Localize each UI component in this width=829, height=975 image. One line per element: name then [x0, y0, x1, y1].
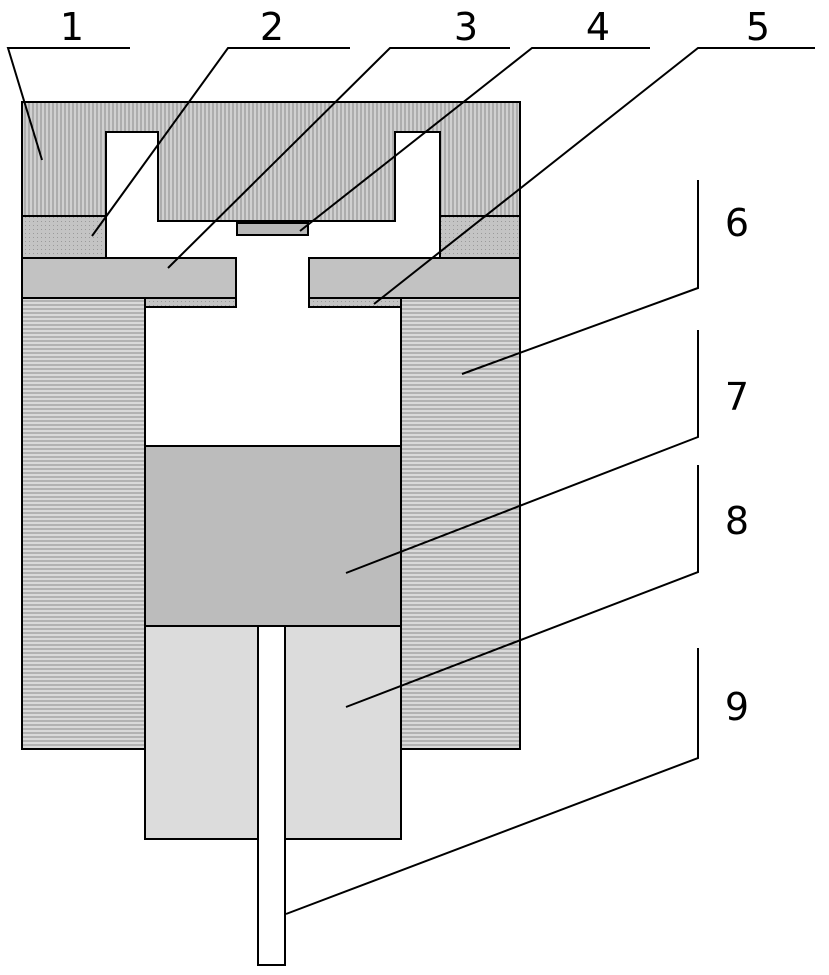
part-label-7: 7: [725, 375, 749, 419]
part-label-4: 4: [586, 5, 610, 49]
piston: [145, 446, 401, 626]
part-label-2: 2: [260, 5, 284, 49]
part-label-6: 6: [725, 201, 749, 245]
orifice-plate-right: [309, 258, 520, 298]
part-label-3: 3: [454, 5, 478, 49]
piston-rod: [258, 626, 285, 965]
gasket-left: [145, 298, 236, 307]
housing-left-wall: [22, 298, 145, 749]
orifice-plate-left: [22, 258, 236, 298]
gasket-right: [309, 298, 401, 307]
sensor-chip: [237, 223, 308, 235]
spacer-ring-left: [22, 216, 106, 258]
part-label-5: 5: [746, 5, 770, 49]
top-cap: [22, 102, 520, 221]
part-label-1: 1: [60, 5, 84, 49]
part-label-8: 8: [725, 499, 749, 543]
spacer-ring-right: [440, 216, 520, 258]
part-label-9: 9: [725, 685, 749, 729]
housing-right-wall: [401, 298, 520, 749]
